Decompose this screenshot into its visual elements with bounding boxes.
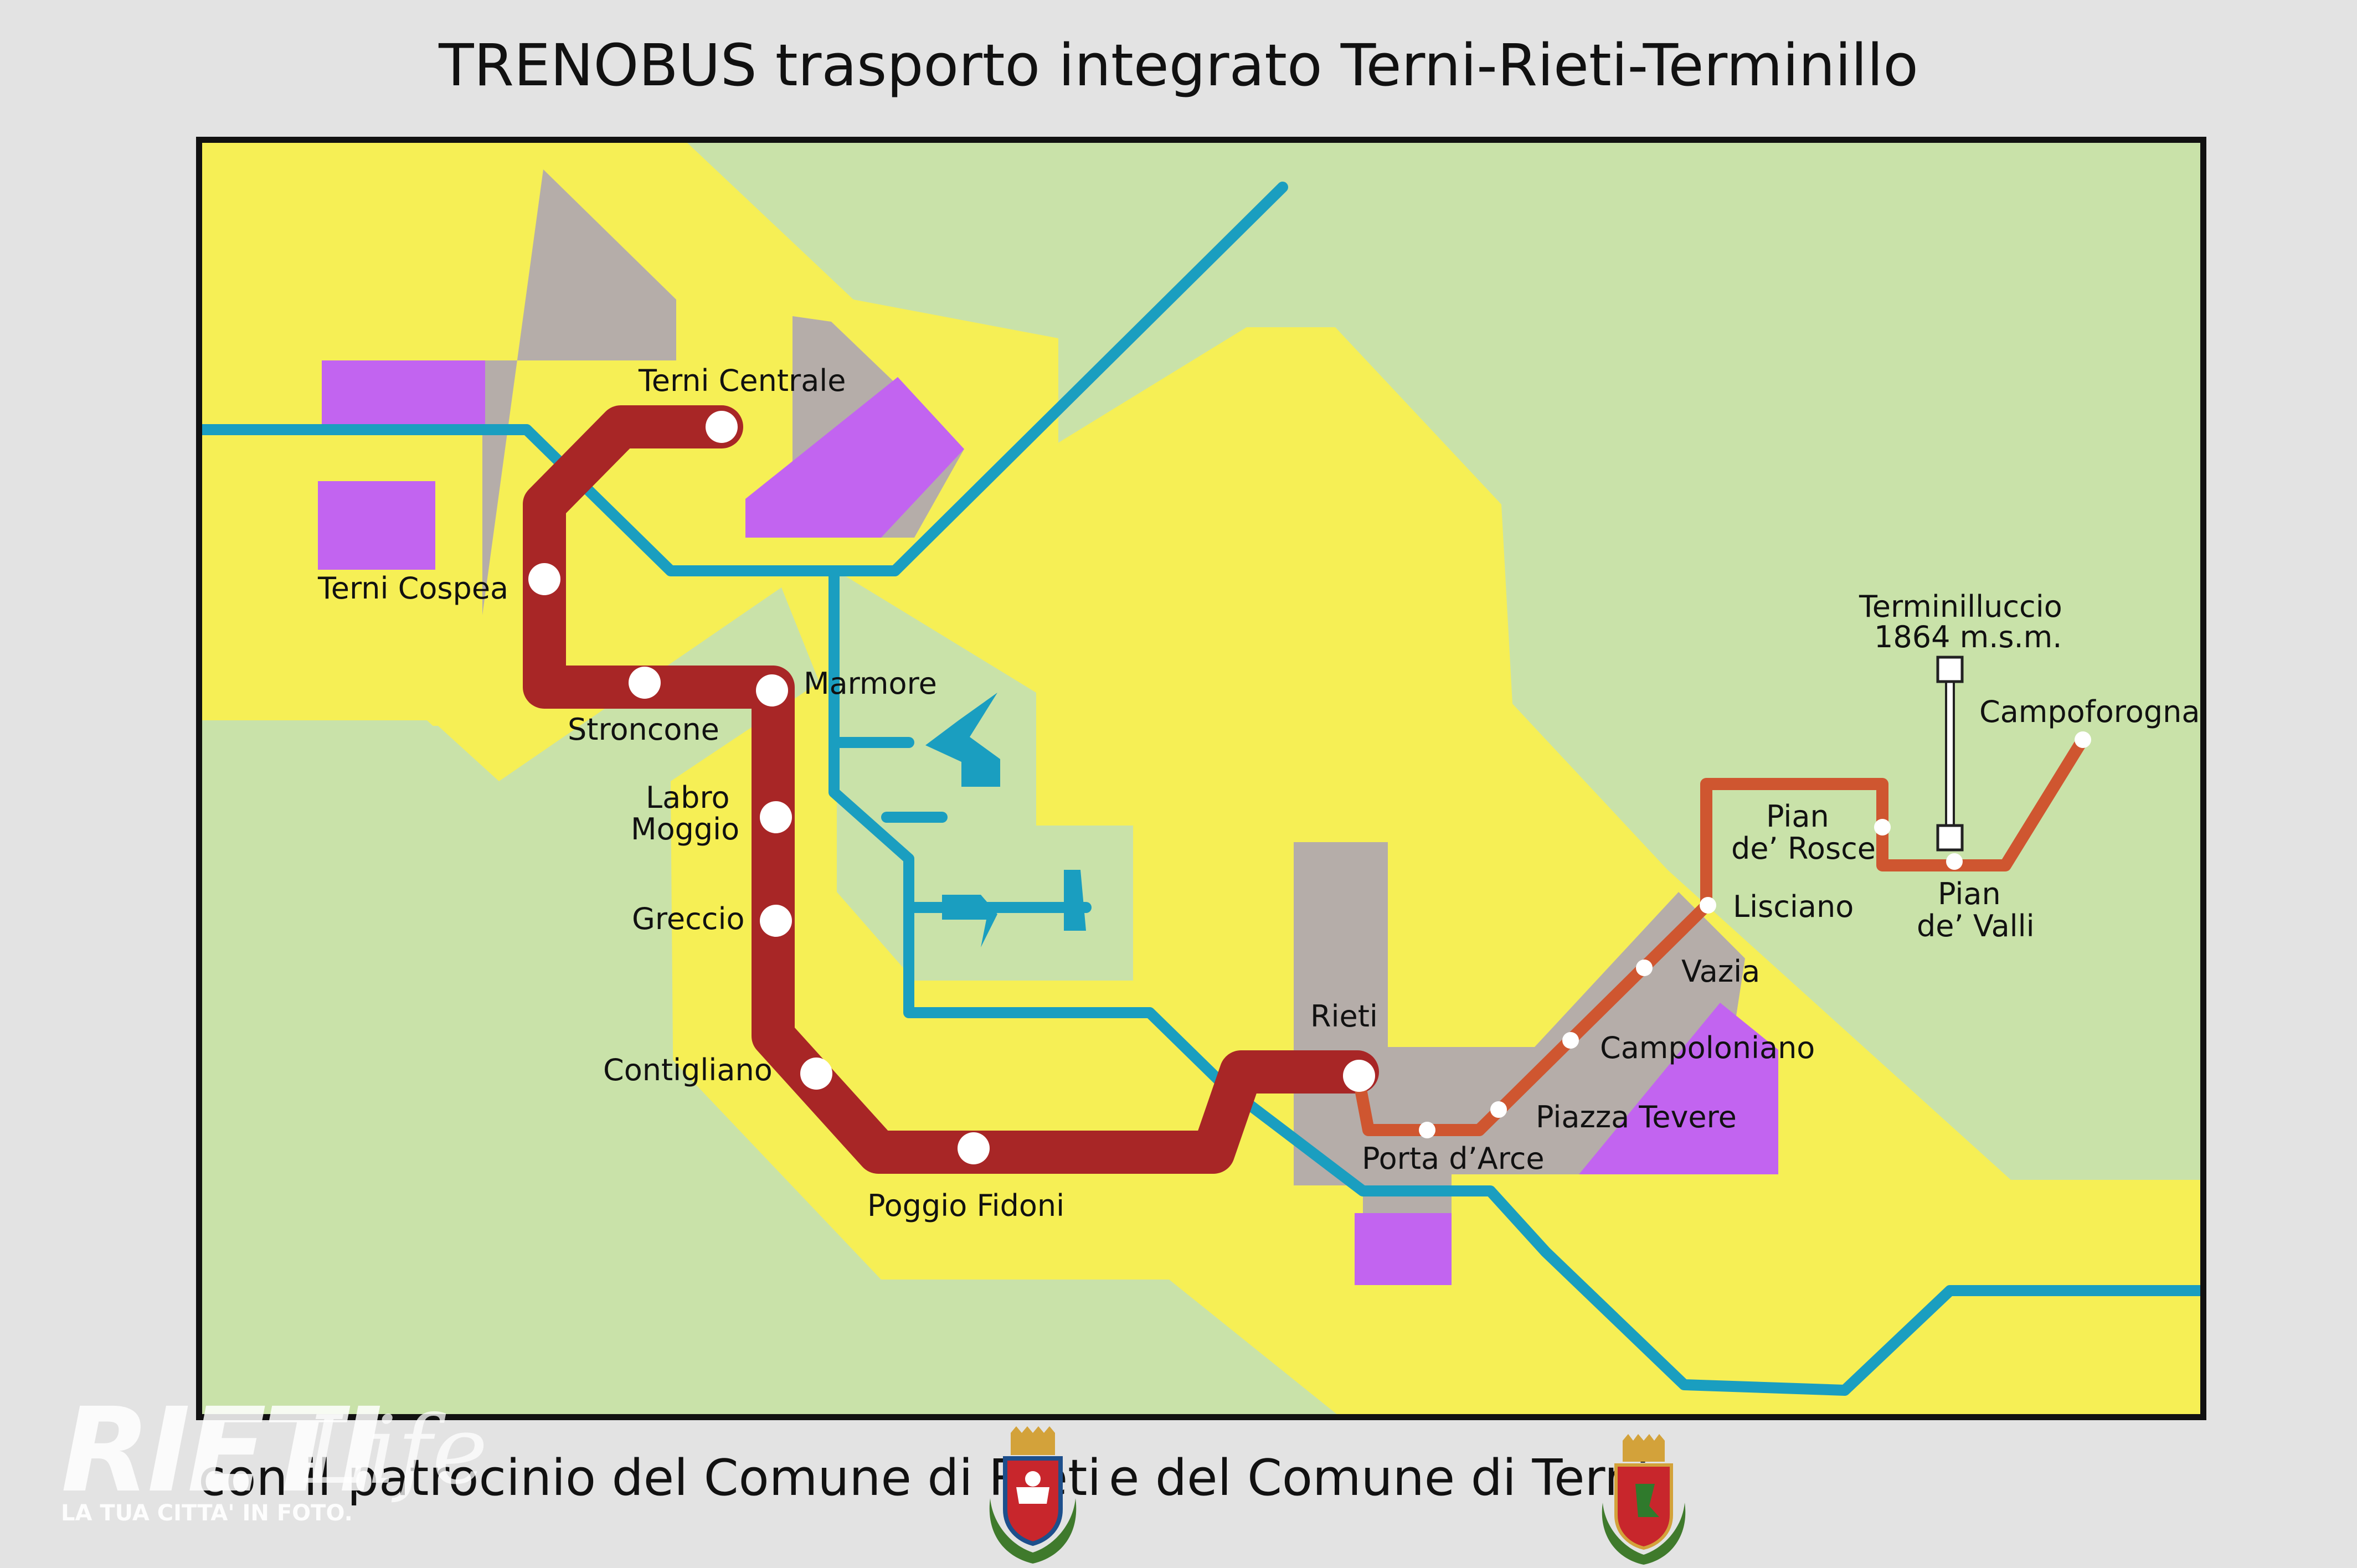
station-label: de’ Valli <box>1917 909 2035 943</box>
station-label: Terni Cospea <box>317 571 508 606</box>
industrial-area <box>745 377 964 538</box>
station-label: Labro <box>646 780 730 815</box>
station-dot[interactable] <box>1490 1101 1507 1118</box>
industrial-area <box>322 360 485 424</box>
station-dot[interactable] <box>1946 853 1963 870</box>
station-dot[interactable] <box>800 1058 832 1090</box>
industrial-area <box>1579 1003 1778 1174</box>
industrial-area <box>1355 1213 1452 1285</box>
station-dot[interactable] <box>958 1132 990 1164</box>
station-label: Poggio Fidoni <box>867 1188 1064 1223</box>
station-label: Contigliano <box>603 1053 773 1087</box>
station-dot[interactable] <box>1343 1060 1375 1092</box>
footer: con il patrocinio del Comune di Rieti e … <box>0 1406 2357 1568</box>
orange-line <box>1351 734 2089 1136</box>
cable-car-label: 1864 m.s.m. <box>1874 620 2062 654</box>
watermark-tagline: LA TUA CITTA' IN FOTO. <box>61 1500 353 1526</box>
station-dot[interactable] <box>528 563 560 595</box>
station-label: de’ Rosce <box>1731 831 1876 866</box>
blue-line-south <box>828 565 2200 1396</box>
station-dot[interactable] <box>1700 897 1716 914</box>
station-label: Greccio <box>632 901 745 936</box>
cable-car-line <box>1945 680 1955 843</box>
blue-line-branch <box>828 737 1092 913</box>
coat-of-arms-rieti <box>989 1426 1077 1564</box>
station-label: Marmore <box>804 666 937 701</box>
station-dot[interactable] <box>1419 1122 1435 1138</box>
station-dot[interactable] <box>1562 1032 1579 1049</box>
green-patch-sw <box>202 720 676 1414</box>
station-dot[interactable] <box>1636 960 1653 976</box>
sponsor-text-rieti: con il patrocinio del Comune di Rieti <box>198 1449 1102 1507</box>
station-label: Pian <box>1938 876 2001 911</box>
station-dot[interactable] <box>629 667 661 699</box>
station-label: Rieti <box>1310 999 1378 1034</box>
station-dot[interactable] <box>2075 731 2091 748</box>
station-label: Porta d’Arce <box>1362 1141 1545 1176</box>
blue-line-main <box>202 182 1288 576</box>
airfield-icon <box>942 870 1086 947</box>
station-label: Stroncone <box>568 712 719 747</box>
station-label: Vazia <box>1681 954 1760 989</box>
station-label: Lisciano <box>1733 889 1854 924</box>
station-dot[interactable] <box>756 674 788 706</box>
yellow-zone-east <box>1723 1003 2200 1414</box>
station-label: Campoforogna <box>1979 694 2200 729</box>
station-dot[interactable] <box>760 905 792 937</box>
station-dot[interactable] <box>706 411 738 443</box>
watermark-script: Life <box>305 1396 488 1505</box>
map-title: TRENOBUS trasporto integrato Terni-Rieti… <box>439 32 1918 99</box>
coat-of-arms-terni <box>1602 1434 1686 1565</box>
station-label: Piazza Tevere <box>1536 1100 1737 1134</box>
transit-map: Terni Centrale Terni Cospea Stroncone Ma… <box>196 137 2206 1420</box>
sponsor-text-terni: e del Comune di Terni <box>1109 1449 1650 1507</box>
watermark-brand: RIETI <box>61 1383 383 1518</box>
station-label: Pian <box>1766 799 1829 834</box>
industrial-area <box>318 481 435 570</box>
airport-icon <box>925 693 1000 787</box>
cable-car-bottom-station <box>1936 824 1964 852</box>
cable-car-label: Terminilluccio <box>1859 589 2062 624</box>
watermark: RIETI Life LA TUA CITTA' IN FOTO. <box>61 1390 521 1534</box>
cable-car-top-station <box>1936 656 1964 683</box>
station-label: Moggio <box>631 812 739 847</box>
station-label: Campoloniano <box>1600 1030 1815 1065</box>
red-line <box>523 405 1379 1174</box>
station-dot[interactable] <box>760 801 792 833</box>
station-label: Terni Centrale <box>638 363 846 398</box>
station-dot[interactable] <box>1874 819 1891 835</box>
